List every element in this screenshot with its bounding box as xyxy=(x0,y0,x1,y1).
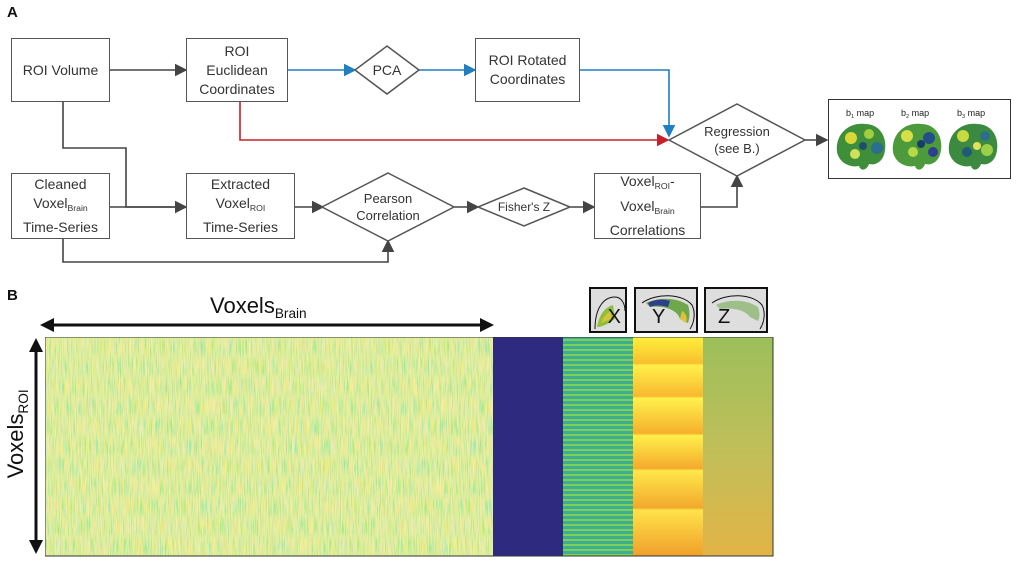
b1-map-label: b1 map xyxy=(846,108,875,120)
brain-voxel-heatmap xyxy=(45,337,493,556)
brain-maps xyxy=(836,123,998,170)
cleaned-line3: Time-Series xyxy=(23,219,98,236)
b-maps-panel: b1 map b2 map b3 map xyxy=(828,99,1011,179)
fisher-label: Fisher's Z xyxy=(478,188,570,226)
y-coordinate-column xyxy=(633,337,703,556)
x-coordinate-column xyxy=(563,337,633,556)
roi-volume-box-line: ROI Volume xyxy=(22,61,99,78)
brain-map-2 xyxy=(892,123,942,170)
regression-label-line: (see B.) xyxy=(714,141,760,156)
x-axis-left-head xyxy=(40,318,54,332)
z-coordinate-column xyxy=(703,337,773,556)
design-matrix xyxy=(45,337,774,557)
x-coordinate-tile: X xyxy=(589,287,627,333)
z-tile-brain xyxy=(711,295,765,330)
y-tile-brain xyxy=(641,295,695,330)
y-axis-label: VoxelsROI xyxy=(3,389,31,479)
panel-b-label: B xyxy=(7,287,18,304)
x-axis-label: VoxelsBrain xyxy=(210,293,307,321)
pearson-label-line: Correlation xyxy=(356,208,420,223)
extracted-line2: VoxelROI xyxy=(215,194,266,214)
pca-label: PCA xyxy=(355,46,419,94)
x-axis-right-head xyxy=(480,318,494,332)
roi-volume-box: ROI Volume xyxy=(11,38,110,102)
arrow-rotated-to-regression xyxy=(580,69,676,138)
cleaned-timeseries-box: Cleaned VoxelBrain Time-Series xyxy=(11,173,110,239)
arrow-cleaned-to-pearson xyxy=(62,239,395,263)
arrow-correlations-to-regression xyxy=(701,174,744,208)
corr-line3: Correlations xyxy=(609,221,686,238)
y-axis-bottom-head xyxy=(29,540,43,554)
pearson-label-line: Pearson xyxy=(363,191,413,206)
roi-euclidean-box-line: ROI xyxy=(224,42,250,59)
pca-diamond xyxy=(353,45,421,95)
y-tile-letter: Y xyxy=(652,306,666,328)
pearson-diamond xyxy=(320,172,456,242)
z-tile-letter: Z xyxy=(718,306,731,328)
y-coordinate-tile: Y xyxy=(634,287,698,333)
roi-rotated-box-line: Coordinates xyxy=(489,71,566,87)
panel-a-label: A xyxy=(7,4,18,21)
intercept-column xyxy=(493,337,563,556)
cleaned-line1: Cleaned xyxy=(34,175,87,192)
extracted-line1: Extracted xyxy=(210,175,271,192)
regression-diamond xyxy=(667,103,807,177)
correlations-box: VoxelROI- VoxelBrain Correlations xyxy=(594,173,701,239)
regression-label-line: Regression xyxy=(704,124,770,139)
corr-line2: VoxelBrain xyxy=(620,197,675,216)
roi-rotated-box-line: ROI Rotated xyxy=(488,52,567,68)
roi-euclidean-box-line: Euclidean xyxy=(206,61,268,78)
extracted-line3: Time-Series xyxy=(203,219,278,236)
arrow-euclidean-to-regression xyxy=(239,102,670,147)
x-tile-brain xyxy=(594,296,625,330)
b2-map-label: b2 map xyxy=(901,108,930,120)
fisher-label-line: Fisher's Z xyxy=(497,199,551,214)
roi-euclidean-box-line: Coordinates xyxy=(199,80,275,97)
cleaned-line2: VoxelBrain xyxy=(33,194,88,214)
b3-map-label: b3 map xyxy=(957,108,986,120)
z-coordinate-tile: Z xyxy=(704,287,768,333)
y-axis-top-head xyxy=(29,338,43,352)
fisher-diamond xyxy=(476,187,572,227)
pca-label-line: PCA xyxy=(372,61,402,78)
brain-map-3 xyxy=(948,123,998,170)
x-tile-letter: X xyxy=(607,306,621,328)
brain-map-1 xyxy=(836,123,886,170)
matrix-frame xyxy=(45,337,774,557)
corr-line1: VoxelROI- xyxy=(620,173,675,192)
regression-label: Regression (see B.) xyxy=(669,104,805,176)
extracted-timeseries-box: Extracted VoxelROI Time-Series xyxy=(186,173,295,239)
